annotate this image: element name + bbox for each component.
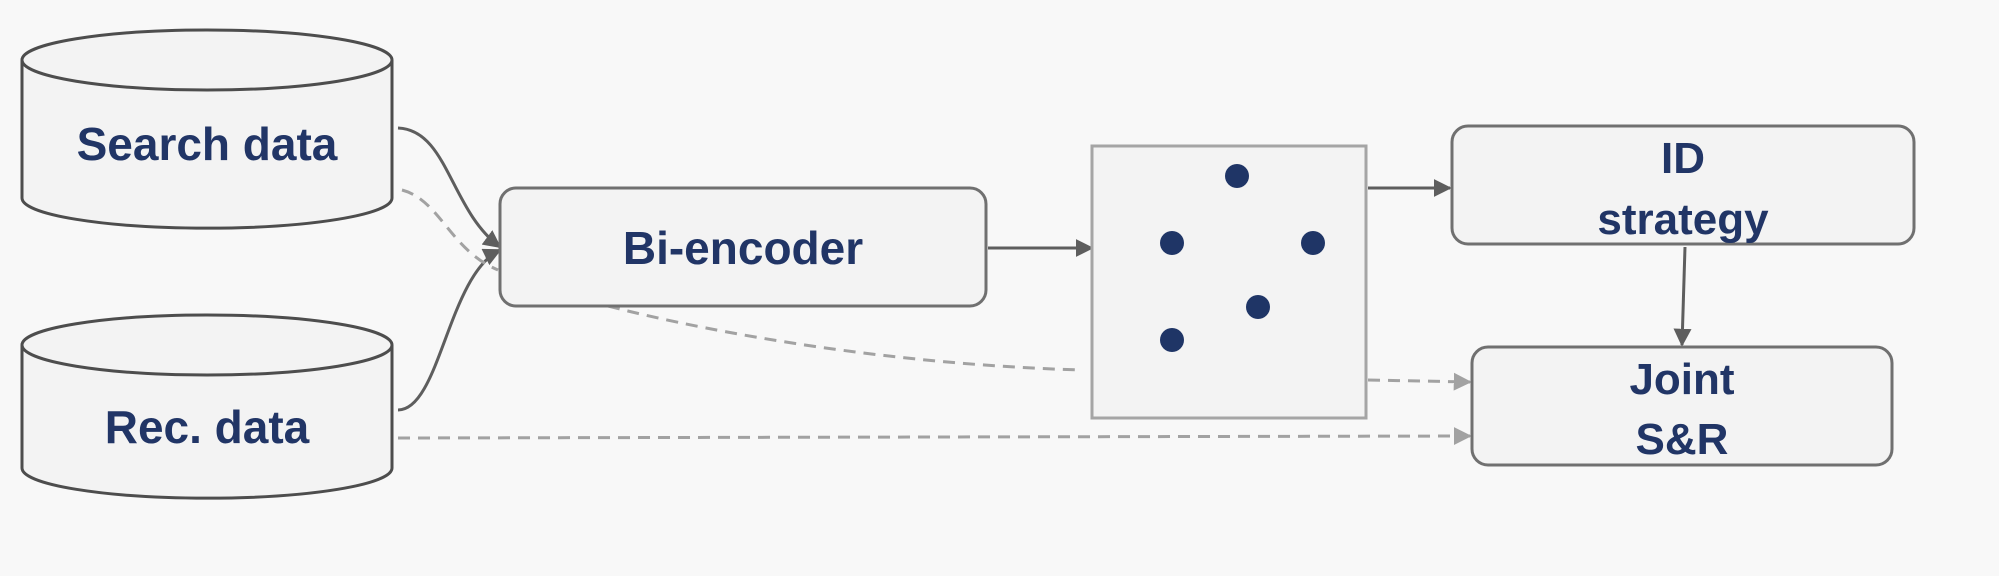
id-strategy-label-line2: strategy — [1597, 195, 1769, 244]
joint-sr-box — [1470, 345, 1894, 467]
search-data-cylinder-body — [20, 60, 394, 230]
id-strategy-node: ID strategy — [1450, 124, 1916, 246]
joint-sr-node: Joint S&R — [1470, 345, 1894, 467]
edge-embedding-to-joint-dashed — [1367, 372, 1472, 391]
edge-biencoder-to-joint-dashed — [607, 304, 1083, 372]
embedding-point — [1301, 231, 1325, 255]
id-strategy-label-line1: ID — [1661, 134, 1705, 183]
edge-idstrategy-to-joint — [1673, 246, 1692, 347]
embedding-space-box — [1090, 144, 1368, 420]
edge-search-to-biencoder — [397, 126, 502, 249]
rec-data-cylinder-top — [20, 313, 394, 377]
joint-sr-label-line2: S&R — [1636, 415, 1729, 464]
embedding-point — [1160, 231, 1184, 255]
bi-encoder-box — [498, 186, 988, 308]
search-data-cylinder-top — [20, 28, 394, 92]
id-strategy-box — [1450, 124, 1916, 246]
bi-encoder-node: Bi-encoder — [498, 186, 988, 308]
rec-data-node: Rec. data — [20, 313, 394, 500]
edge-rec-to-joint-dashed — [397, 427, 1472, 446]
rec-data-label: Rec. data — [105, 401, 310, 453]
rec-data-cylinder-body — [20, 345, 394, 500]
embedding-point — [1225, 164, 1249, 188]
edge-search-to-joint-dashed — [401, 188, 499, 272]
bi-encoder-label: Bi-encoder — [623, 222, 863, 274]
search-data-node: Search data — [20, 28, 394, 230]
edge-rec-to-biencoder — [397, 248, 502, 412]
joint-sr-label-line1: Joint — [1629, 355, 1734, 404]
embedding-point — [1160, 328, 1184, 352]
embedding-points — [1160, 164, 1325, 352]
search-data-label: Search data — [77, 118, 338, 170]
embedding-space-node — [1090, 144, 1368, 420]
embedding-point — [1246, 295, 1270, 319]
